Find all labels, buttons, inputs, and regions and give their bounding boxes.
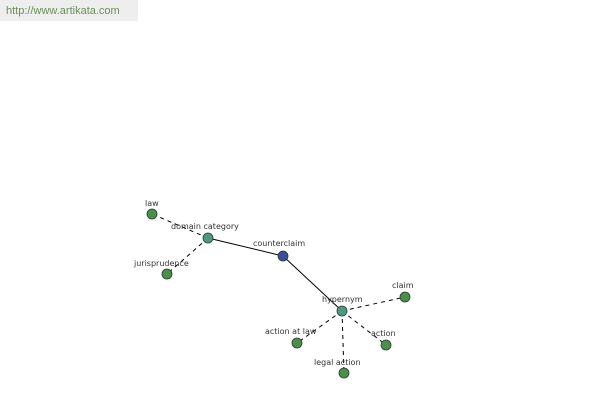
edge-hypernym-legal-action [341, 310, 345, 374]
node-domain-category[interactable] [202, 232, 214, 244]
label-action-at-law[interactable]: action at law [265, 327, 317, 336]
node-legal-action[interactable] [338, 367, 350, 379]
label-domain-category[interactable]: domain category [171, 222, 239, 231]
node-counterclaim[interactable] [277, 250, 289, 262]
label-action[interactable]: action [371, 329, 396, 338]
label-hypernym[interactable]: hypernym [322, 295, 363, 304]
node-jurisprudence[interactable] [161, 268, 173, 280]
edge-center-domain-category [207, 237, 284, 257]
edge-domain-category-jurisprudence [166, 237, 209, 275]
edge-center-hypernym [282, 255, 343, 312]
node-hypernym[interactable] [336, 305, 348, 317]
label-counterclaim[interactable]: counterclaim [253, 239, 305, 248]
node-action[interactable] [380, 339, 392, 351]
label-jurisprudence[interactable]: jurisprudence [133, 259, 189, 268]
label-law[interactable]: law [145, 199, 159, 208]
edge-hypernym-action [341, 310, 387, 346]
node-claim[interactable] [399, 291, 411, 303]
label-claim[interactable]: claim [392, 281, 414, 290]
edge-hypernym-claim [341, 296, 406, 312]
node-law[interactable] [146, 208, 158, 220]
edge-domain-category-law [151, 213, 209, 239]
node-action-at-law[interactable] [291, 337, 303, 349]
label-legal-action[interactable]: legal action [314, 358, 361, 367]
edge-hypernym-action-at-law [296, 310, 343, 344]
source-url-link[interactable]: http://www.artikata.com [0, 0, 138, 21]
